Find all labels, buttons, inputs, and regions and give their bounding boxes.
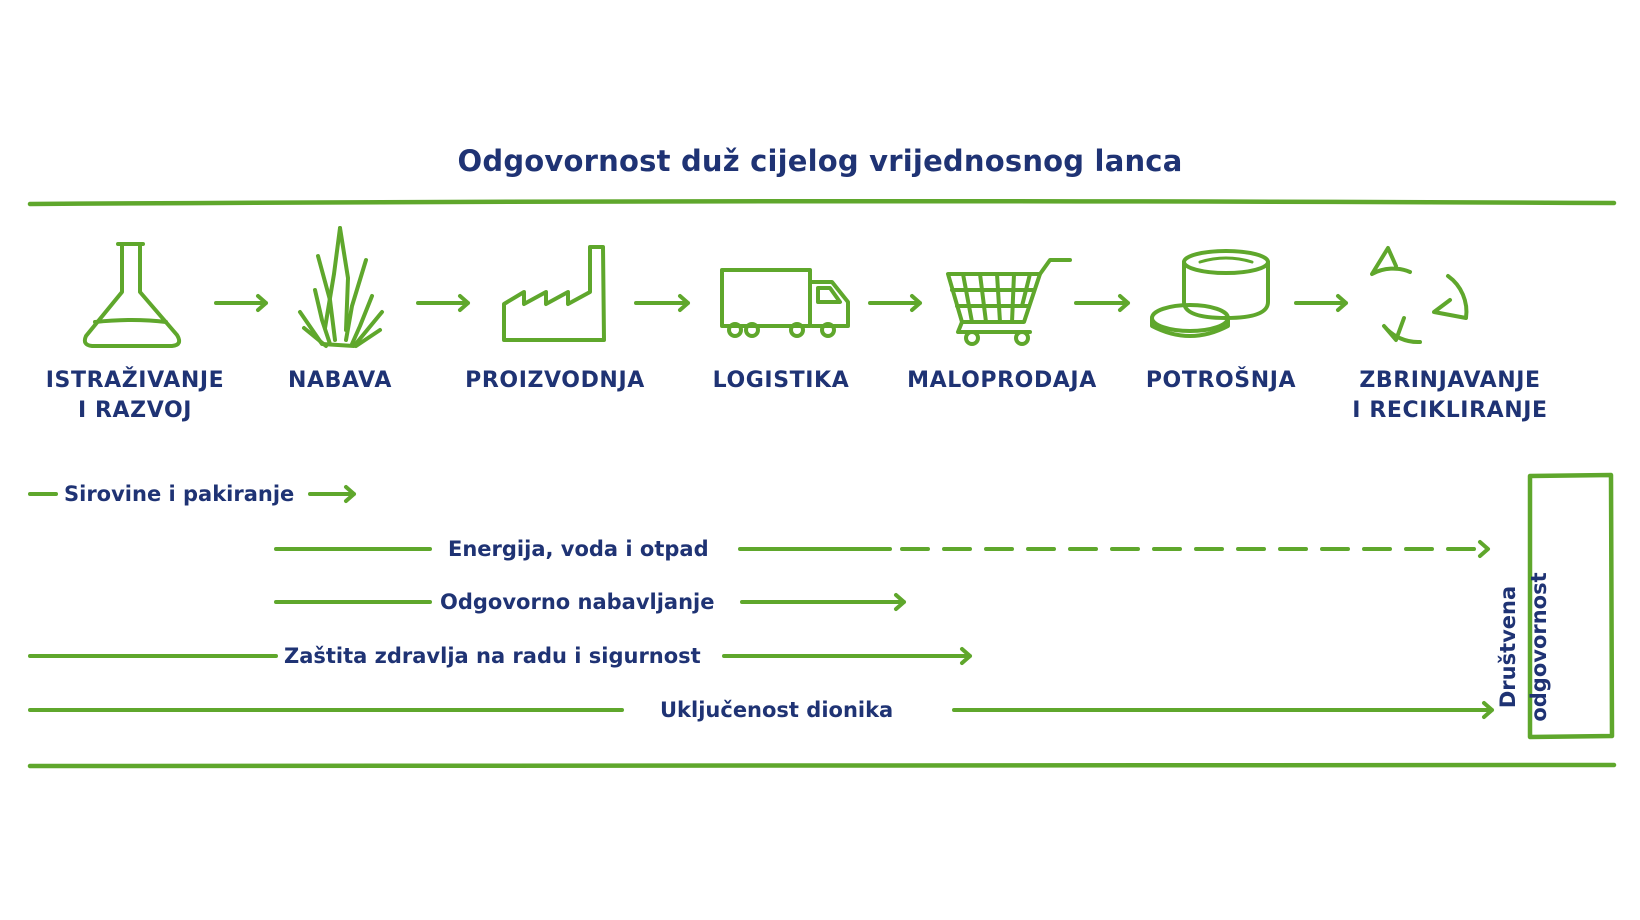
- theme-label-responsible-sourcing: Odgovorno nabavljanje: [440, 590, 715, 614]
- recycle-icon: [1370, 246, 1469, 345]
- stage-label-procurement: NABAVA: [200, 366, 480, 396]
- theme-label-raw-materials: Sirovine i pakiranje: [64, 482, 295, 506]
- diagram-title: Odgovornost duž cijelog vrijednosnog lan…: [457, 144, 1183, 178]
- cream-jar-icon: [1150, 249, 1270, 338]
- theme-label-health-safety: Zaštita zdravlja na radu i sigurnost: [284, 644, 701, 668]
- stage-label-retail: MALOPRODAJA: [862, 366, 1142, 396]
- theme-line-4: [28, 647, 972, 665]
- stage-arrow-6: [1294, 294, 1348, 312]
- stage-label-line1: MALOPRODAJA: [907, 368, 1097, 393]
- social-responsibility-label: Društvena odgovornost: [1496, 572, 1551, 722]
- stage-label-logistics: LOGISTIKA: [641, 366, 921, 396]
- stage-label-line1: ISTRAŽIVANJE: [45, 368, 225, 393]
- aloe-plant-icon: [298, 226, 384, 348]
- theme-label-stakeholder-engagement: Uključenost dionika: [660, 698, 894, 722]
- flask-icon: [82, 242, 182, 348]
- stage-label-disposal: ZBRINJAVANJE I RECIKLIRANJE: [1310, 366, 1590, 426]
- top-divider: [27, 198, 1617, 207]
- theme-line-2: [274, 540, 1490, 558]
- social-responsibility-box: [1527, 472, 1615, 740]
- stage-label-consumption: POTROŠNJA: [1081, 366, 1361, 396]
- stage-arrow-3: [634, 294, 690, 312]
- truck-icon: [720, 268, 850, 338]
- factory-icon: [502, 245, 606, 342]
- stage-label-line1: LOGISTIKA: [712, 368, 850, 393]
- theme-line-5: [28, 701, 1494, 719]
- stage-label-line1: PROIZVODNJA: [465, 368, 645, 393]
- stage-label-line1: POTROŠNJA: [1145, 368, 1297, 393]
- stage-label-line2: I RAZVOJ: [77, 398, 193, 423]
- stage-arrow-2: [416, 294, 470, 312]
- shopping-cart-icon: [946, 258, 1072, 346]
- stage-arrow-5: [1074, 294, 1130, 312]
- theme-line-1: [28, 485, 356, 503]
- stage-label-line1: NABAVA: [288, 368, 392, 393]
- stage-label-production: PROIZVODNJA: [415, 366, 695, 396]
- stage-arrow-1: [214, 294, 268, 312]
- stage-label-research: ISTRAŽIVANJE I RAZVOJ: [0, 366, 275, 426]
- stage-label-line2: I RECIKLIRANJE: [1352, 398, 1548, 423]
- stage-arrow-4: [868, 294, 922, 312]
- theme-line-3: [274, 593, 906, 611]
- bottom-divider: [27, 761, 1617, 769]
- theme-label-energy-water-waste: Energija, voda i otpad: [448, 537, 709, 561]
- stage-label-line1: ZBRINJAVANJE: [1359, 368, 1541, 393]
